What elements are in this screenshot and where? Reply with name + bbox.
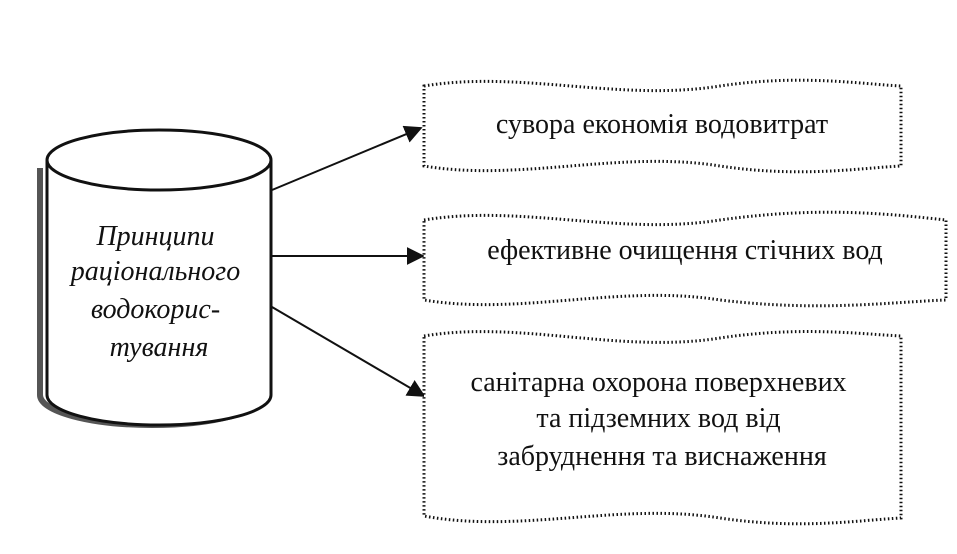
cylinder-label-line-1: Принципи — [95, 221, 214, 252]
principles-cylinder: Принципи раціонального водокорис- туванн… — [37, 128, 273, 428]
target-box-3-line-1: санітарна охорона поверхневих — [470, 367, 846, 398]
arrow-to-target-3 — [271, 306, 426, 397]
cylinder-body — [45, 160, 273, 427]
target-box-3-line-2: та підземних вод від — [536, 403, 780, 434]
cylinder-label-line-2: раціонального — [69, 256, 240, 287]
cylinder-label-line-3: водокорис- — [91, 294, 220, 325]
target-box-1-line-1: сувора економія водовитрат — [496, 109, 828, 140]
target-box-2-border — [422, 210, 948, 308]
cylinder-top — [45, 128, 273, 192]
cylinder-label: Принципи раціонального водокорис- туванн… — [69, 221, 247, 363]
cylinder-label-line-4: тування — [110, 332, 209, 363]
target-box-3-border — [422, 330, 903, 526]
arrow-to-target-1 — [271, 125, 423, 191]
target-box-1-border — [422, 78, 903, 174]
target-box-3-label: санітарна охорона поверхневих та підземн… — [470, 367, 853, 472]
target-box-1: сувора економія водовитрат — [422, 78, 903, 174]
target-box-2-line-1: ефективне очищення стічних вод — [487, 235, 883, 266]
arrows — [271, 125, 426, 397]
target-box-1-label: сувора економія водовитрат — [496, 109, 828, 140]
target-box-3: санітарна охорона поверхневих та підземн… — [422, 330, 903, 526]
target-box-2-label: ефективне очищення стічних вод — [487, 235, 883, 266]
target-box-2: ефективне очищення стічних вод — [422, 210, 948, 308]
target-box-3-line-3: забруднення та виснаження — [497, 441, 827, 472]
